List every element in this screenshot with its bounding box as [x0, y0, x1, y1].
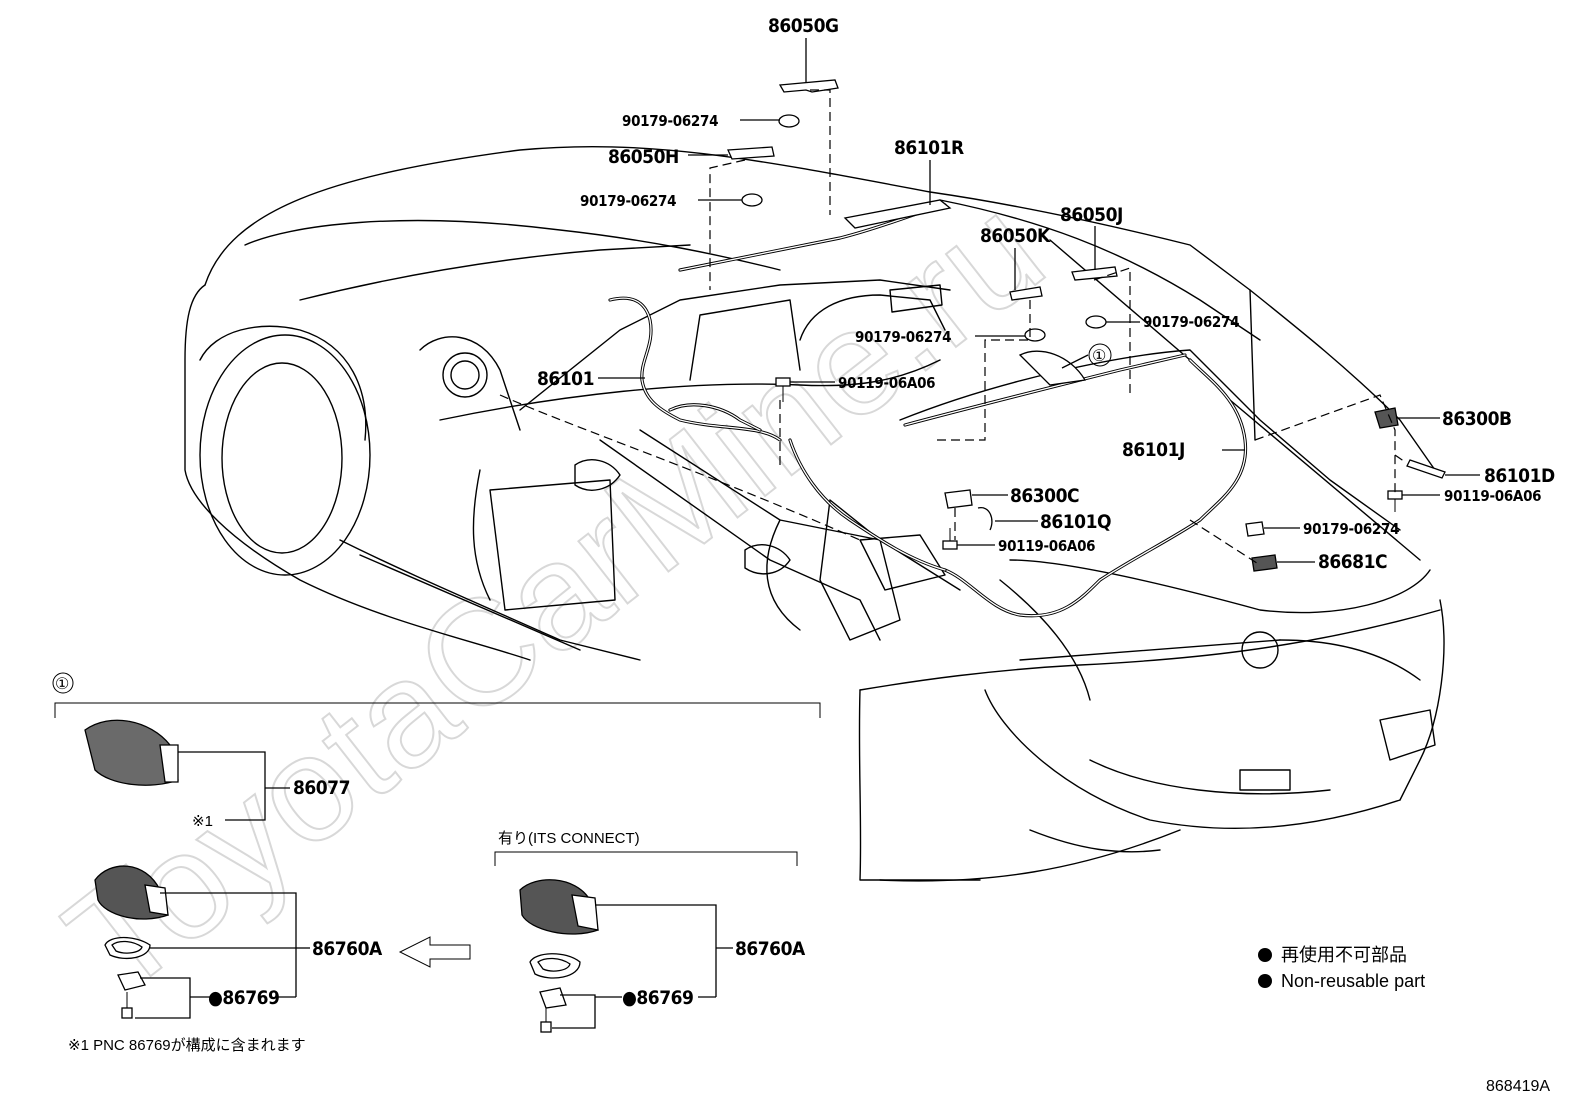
- label-86050K[interactable]: 86050K: [980, 225, 1051, 247]
- label-86101R[interactable]: 86101R: [894, 137, 964, 159]
- label-90119-a[interactable]: 90119-06A06: [838, 374, 936, 392]
- label-86760A-right[interactable]: 86760A: [735, 938, 806, 960]
- label-86300B[interactable]: 86300B: [1442, 408, 1512, 430]
- label-86769-right[interactable]: ●86769: [622, 987, 694, 1009]
- legend: 再使用不可部品 Non-reusable part: [1258, 945, 1425, 991]
- label-86101D[interactable]: 86101D: [1484, 465, 1555, 487]
- label-86300C[interactable]: 86300C: [1010, 485, 1080, 507]
- label-86077[interactable]: 86077: [293, 777, 350, 799]
- label-90119-b[interactable]: 90119-06A06: [1444, 487, 1542, 505]
- label-90179-d[interactable]: 90179-06274: [1143, 313, 1240, 331]
- arrow-left-icon: [398, 936, 471, 968]
- label-90179-c[interactable]: 90179-06274: [855, 328, 952, 346]
- label-86050H[interactable]: 86050H: [608, 146, 679, 168]
- small-parts: [727, 79, 1446, 572]
- label-86050G[interactable]: 86050G: [768, 15, 839, 37]
- note-star-1: ※1: [192, 813, 213, 830]
- legend-jp: 再使用不可部品: [1281, 945, 1407, 965]
- label-86769-left[interactable]: ●86769: [208, 987, 280, 1009]
- car-body-outline: [184, 145, 1445, 882]
- non-reusable-dot-icon: [1258, 974, 1272, 988]
- leader-lines: [598, 38, 1480, 563]
- label-86760A-left[interactable]: 86760A: [312, 938, 383, 960]
- inset-antenna-detail: ① 86077 ※1 86760A ●86769 有り(ITS CONNECT): [52, 672, 821, 1033]
- svg-text:①: ①: [1092, 348, 1106, 365]
- its-connect-label: 有り(ITS CONNECT): [498, 830, 640, 847]
- label-86101J[interactable]: 86101J: [1122, 439, 1185, 461]
- label-86050J[interactable]: 86050J: [1060, 204, 1123, 226]
- non-reusable-dot-icon: [1258, 948, 1272, 962]
- reference-lines: [499, 89, 1406, 566]
- label-86681C[interactable]: 86681C: [1318, 551, 1388, 573]
- label-90179-b[interactable]: 90179-06274: [580, 192, 677, 210]
- label-90119-c[interactable]: 90119-06A06: [998, 537, 1096, 555]
- footnote: ※1 PNC 86769が構成に含まれます: [68, 1037, 306, 1054]
- label-86101[interactable]: 86101: [537, 368, 594, 390]
- label-86101Q[interactable]: 86101Q: [1040, 511, 1112, 533]
- inset-marker: ①: [55, 676, 69, 693]
- part-labels: 86050G 90179-06274 86050H 90179-06274 86…: [537, 15, 1555, 573]
- label-90179-a[interactable]: 90179-06274: [622, 112, 719, 130]
- legend-en: Non-reusable part: [1281, 971, 1425, 991]
- label-90179-e[interactable]: 90179-06274: [1303, 520, 1400, 538]
- diagram-code: 868419A: [1486, 1078, 1550, 1095]
- callout-marker-1: ①: [1088, 343, 1112, 367]
